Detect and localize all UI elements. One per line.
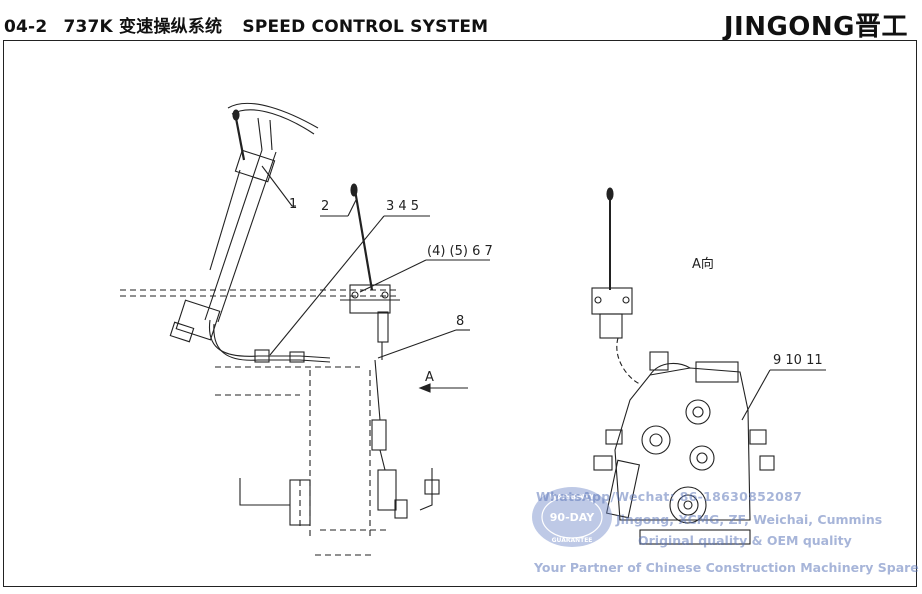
callout-leaders [261,165,490,359]
watermark-tagline: Your Partner of Chinese Construction Mac… [534,560,922,575]
transmission-linkage [239,359,440,526]
shift-lever [340,183,400,360]
callout-4-5-6-7: (4) (5) 6 7 [427,244,493,259]
steering-wheel [227,102,319,151]
gearbox-housing [593,337,775,545]
callout-8: 8 [456,314,464,329]
brand-logo: JINGONG晋工 [724,12,908,42]
callout-3-4-5: 3 4 5 [386,199,419,214]
callout-1: 1 [289,197,297,212]
page-header: 04-2 737K 变速操纵系统 SPEED CONTROL SYSTEM [4,12,488,37]
steering-column [169,109,277,343]
seal-mid-text: 90-DAY [550,511,595,524]
title-english: SPEED CONTROL SYSTEM [242,17,489,37]
callout-leaders-right [741,369,826,421]
drawing-frame [3,40,917,587]
section-number: 04-2 [4,17,48,37]
watermark-brands: Jingong, XCMG, ZF, Weichai, Cummins [616,512,883,527]
callout-A: A [425,370,434,385]
callout-2: 2 [321,199,329,214]
title-chinese: 737K 变速操纵系统 [63,17,223,37]
view-arrow-A [418,383,468,393]
chassis-dashed [120,289,400,556]
callout-view-A: A向 [692,256,714,272]
seal-bottom-text: GUARANTEE [552,537,593,544]
cable-route [208,319,331,363]
logo-text: JINGONG晋工 [723,12,908,42]
watermark-quality: Original quality & OEM quality [638,533,852,548]
seal-top-text: WARRANTY [550,493,596,501]
watermark-contact: WhatsApp/Wechat: 86-18630852087 [536,489,803,504]
callout-9-10-11: 9 10 11 [773,353,823,368]
gear-lever-viewA [591,187,633,339]
guarantee-seal: WARRANTY 90-DAY GUARANTEE [532,487,612,547]
